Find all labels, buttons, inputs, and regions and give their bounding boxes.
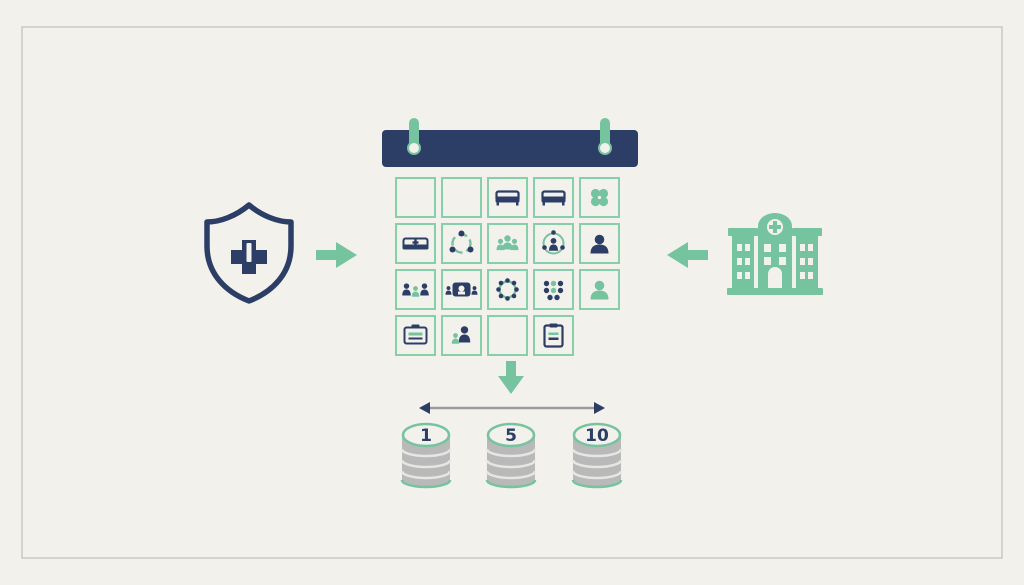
calendar-header [382, 118, 638, 167]
range-double-arrow [419, 402, 605, 414]
medical-bed-icon [402, 237, 429, 250]
team-circle-icon [496, 278, 519, 301]
people-circle-icon [542, 230, 565, 255]
calendar-cell [579, 223, 620, 264]
id-card-icon [403, 324, 428, 345]
sofa-icon [495, 190, 520, 206]
crowd-icon [543, 280, 564, 301]
clipboard-icon [543, 323, 564, 348]
calendar-cell [441, 177, 482, 218]
calendar-grid [395, 177, 620, 356]
shield-medical-info-icon [204, 202, 294, 304]
calendar-cell [395, 223, 436, 264]
clover-icon [590, 188, 609, 207]
person-icon [590, 234, 609, 254]
consultation-icon [445, 282, 478, 297]
outer-frame [21, 26, 1003, 559]
stack-label: 1 [420, 426, 432, 446]
arrow-down-icon [498, 361, 524, 394]
coin-stack: 5 [485, 422, 537, 489]
coin-stack: 10 [571, 422, 623, 489]
calendar-cell [441, 223, 482, 264]
arrow-right-icon [316, 242, 357, 268]
stack-label: 10 [585, 426, 609, 446]
calendar-cell [487, 315, 528, 356]
calendar-cell [533, 177, 574, 218]
calendar-cell [395, 177, 436, 218]
hospital-building-icon [727, 213, 823, 295]
calendar-cell [579, 269, 620, 310]
people-group-icon [496, 235, 519, 251]
calendar-cell [441, 269, 482, 310]
calendar-cell [395, 269, 436, 310]
calendar-cell [441, 315, 482, 356]
calendar-cell [487, 223, 528, 264]
calendar-cell [533, 223, 574, 264]
parent-child-icon [451, 326, 471, 344]
calendar-cell [533, 269, 574, 310]
coin-stack: 1 [400, 422, 452, 489]
calendar-cell [395, 315, 436, 356]
person-icon [590, 280, 609, 300]
family-icon [402, 283, 429, 297]
calendar-cell [533, 315, 574, 356]
calendar-cell [487, 177, 528, 218]
calendar-cell [487, 269, 528, 310]
arrow-left-icon [667, 242, 708, 268]
calendar-cell [579, 177, 620, 218]
group-cycle-icon [449, 230, 474, 254]
stack-label: 5 [505, 426, 517, 446]
sofa-icon [541, 190, 566, 206]
